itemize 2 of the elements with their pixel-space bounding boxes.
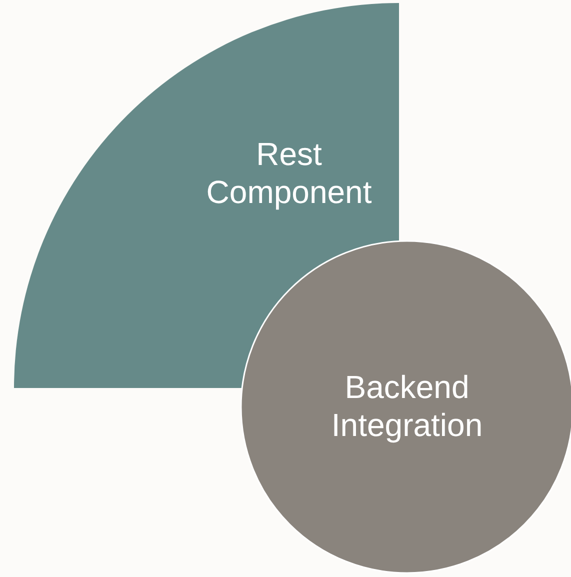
segment-label: Rest Component <box>205 135 373 211</box>
segment-label: Backend Integration <box>330 368 484 444</box>
